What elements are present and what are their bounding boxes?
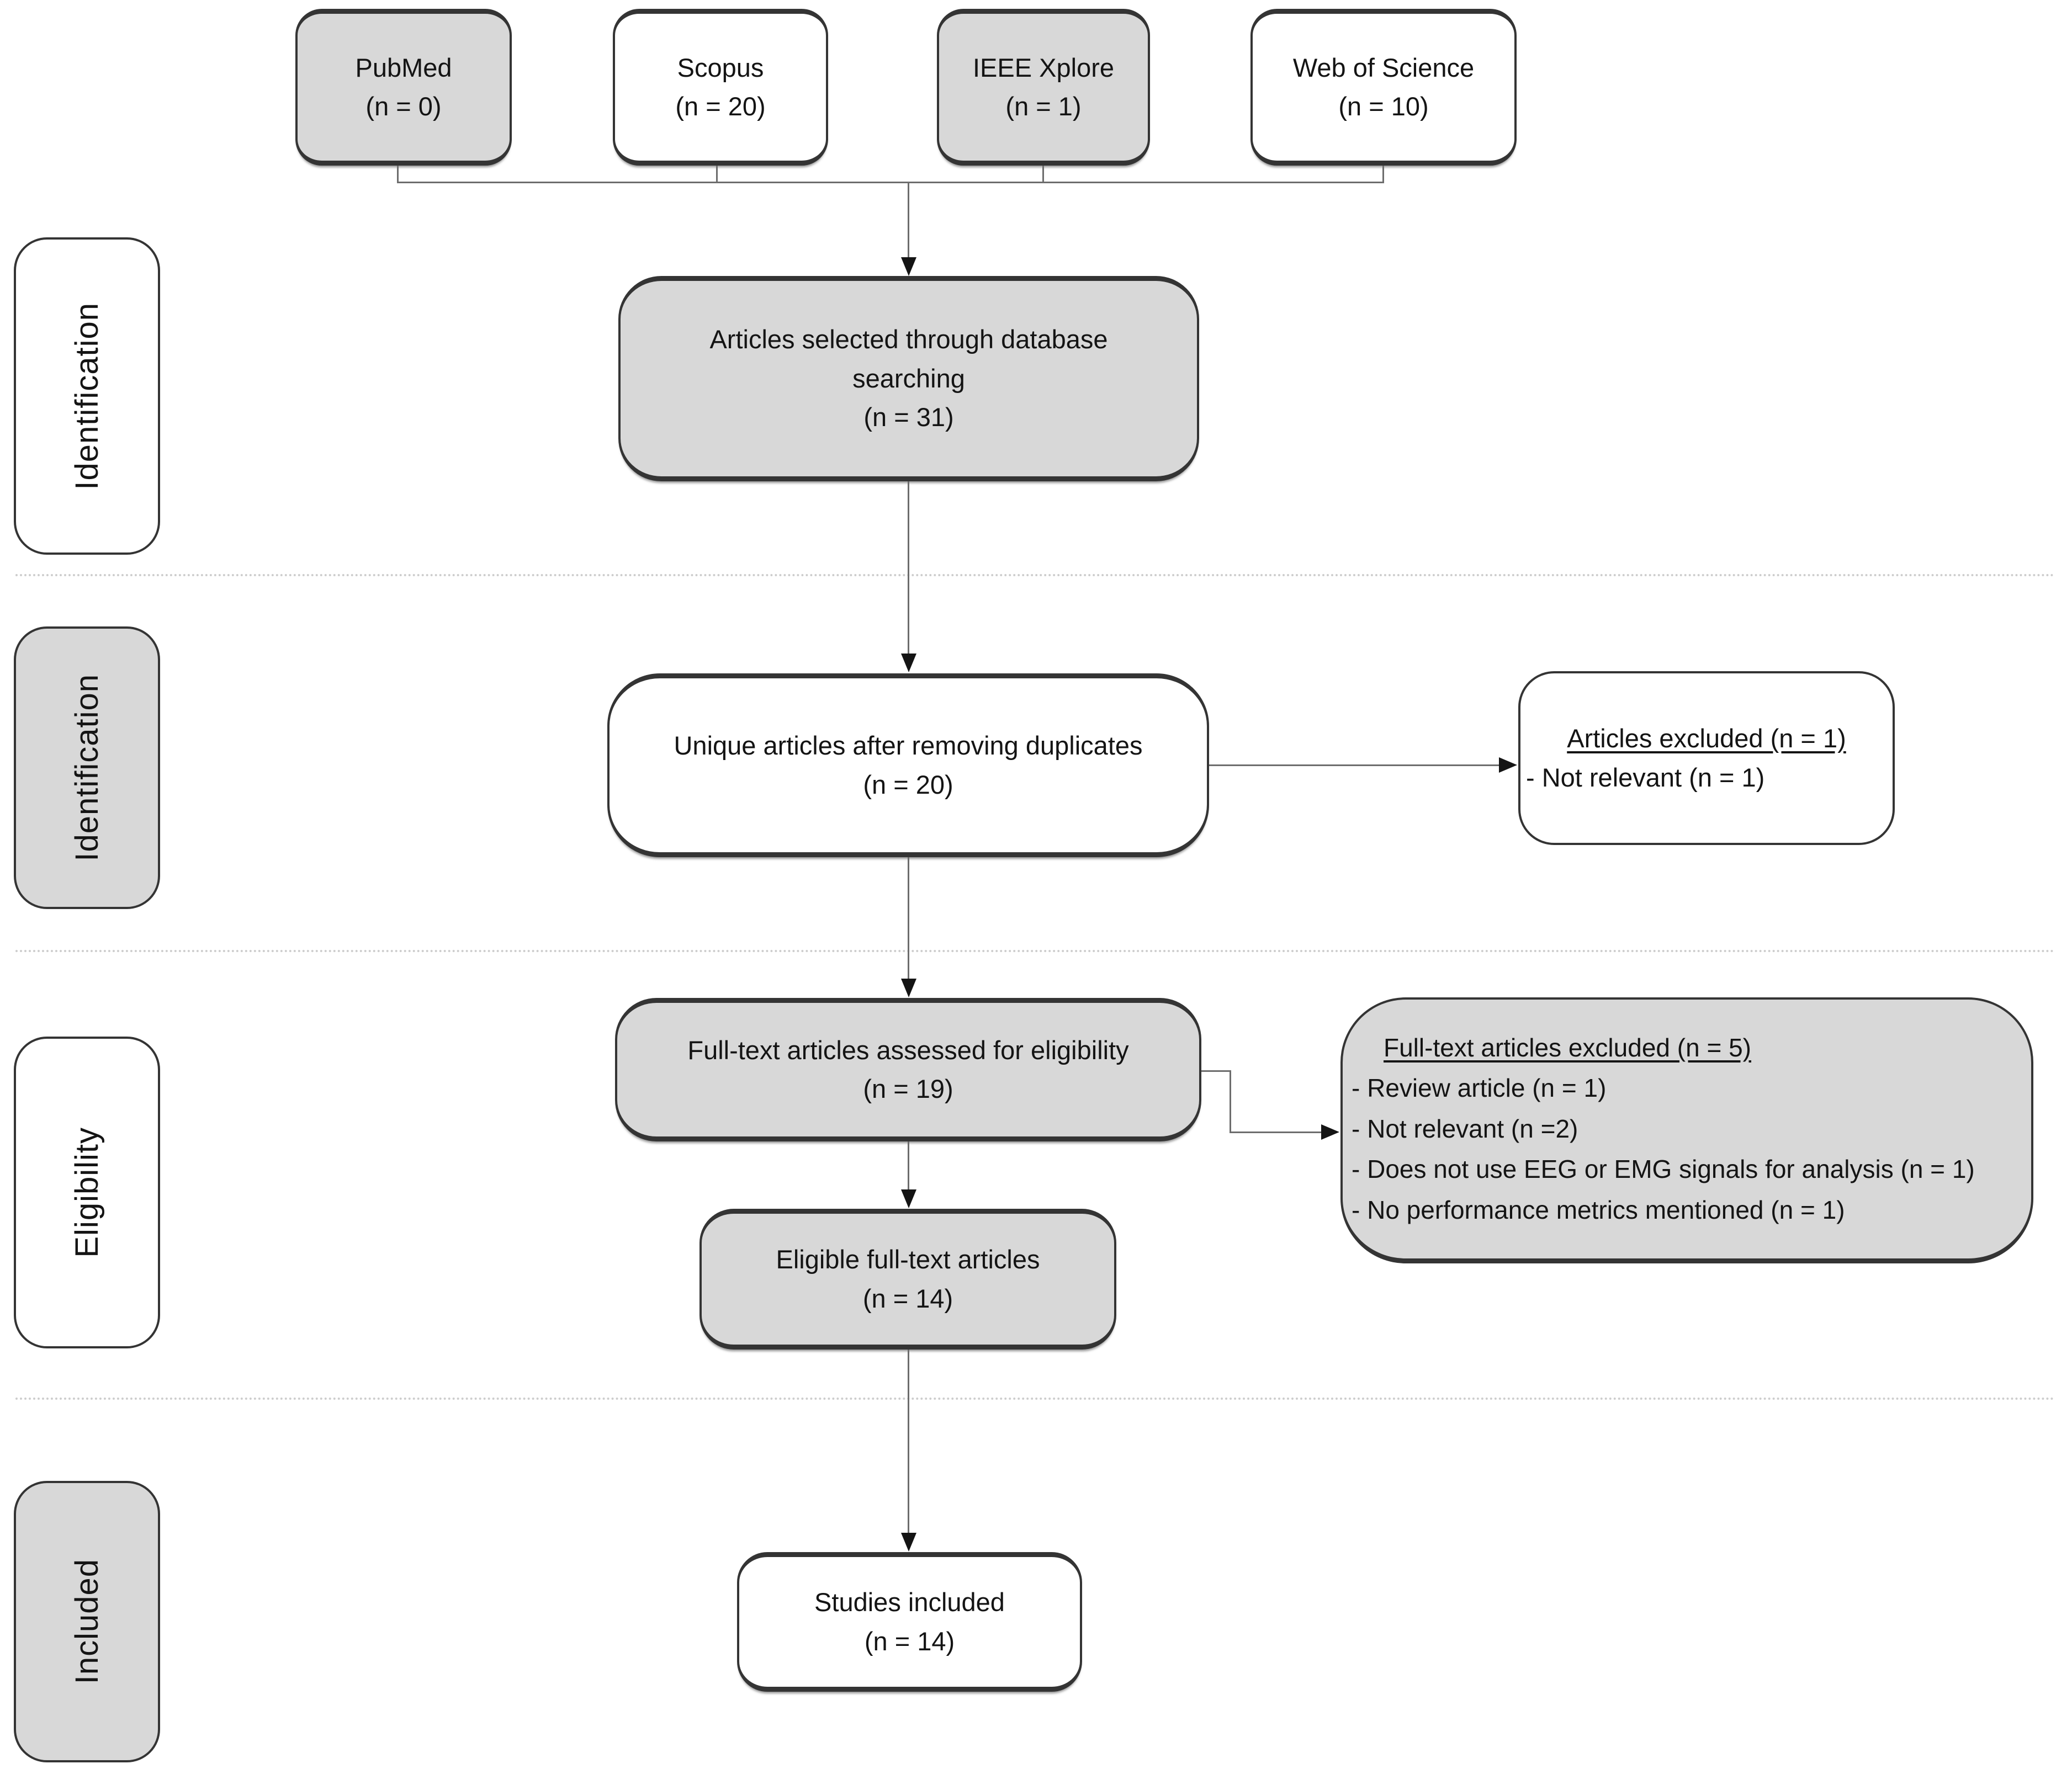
arrowhead-right-icon — [1499, 757, 1517, 773]
arrow-eligible-to-studies — [908, 1350, 909, 1535]
arrow-fulltext-to-excluded-segment — [1201, 1070, 1231, 1072]
arrowhead-down-icon — [901, 654, 916, 672]
source-box-web-of-science: Web of Science (n = 10) — [1250, 9, 1517, 166]
source-name: Web of Science — [1292, 52, 1475, 82]
section-label-text: Included — [69, 1559, 105, 1685]
flow-box-text: Eligible full-text articles — [776, 1245, 1040, 1274]
section-label-text: Identification — [69, 674, 105, 862]
flow-box-count: (n = 19) — [863, 1074, 953, 1103]
section-label-identification-1: Identification — [14, 237, 160, 555]
connector-wos-stub — [1382, 166, 1384, 183]
section-divider — [15, 574, 2055, 576]
source-name: PubMed — [355, 52, 452, 82]
arrow-unique-to-fulltext — [908, 857, 909, 980]
arrow-unique-to-excluded — [1209, 764, 1501, 766]
connector-merge-bar — [397, 182, 1384, 183]
arrow-selected-to-unique — [908, 481, 909, 655]
source-count: (n = 0) — [365, 92, 442, 121]
flow-box-unique-articles: Unique articles after removing duplicate… — [607, 673, 1209, 857]
section-label-text: Eligibility — [69, 1127, 105, 1258]
source-box-pubmed: PubMed (n = 0) — [295, 9, 512, 166]
section-label-text: Identification — [69, 302, 105, 490]
arrow-fulltext-to-excluded-segment — [1230, 1131, 1323, 1133]
flow-box-text: Unique articles after removing duplicate… — [674, 731, 1143, 760]
flow-box-text: searching — [852, 363, 965, 393]
arrowhead-down-icon — [901, 1533, 916, 1552]
arrowhead-right-icon — [1321, 1124, 1339, 1140]
source-count: (n = 20) — [675, 92, 766, 121]
flow-box-count: (n = 31) — [863, 402, 954, 432]
arrow-fulltext-to-eligible — [908, 1141, 909, 1191]
source-name: Scopus — [677, 52, 764, 82]
flow-box-count: (n = 14) — [862, 1283, 953, 1313]
source-name: IEEE Xplore — [972, 52, 1115, 82]
arrow-fulltext-to-excluded-segment — [1230, 1070, 1231, 1133]
exclusion-item: - Does not use EEG or EMG signals for an… — [1352, 1155, 1975, 1184]
source-count: (n = 1) — [1005, 92, 1082, 121]
exclusion-title: Full-text articles excluded (n = 5) — [1384, 1033, 1751, 1062]
flow-box-count: (n = 20) — [863, 769, 953, 799]
section-label-identification-2: Identification — [14, 626, 160, 909]
exclusion-title: Articles excluded (n = 1) — [1567, 724, 1846, 753]
arrowhead-down-icon — [901, 257, 916, 276]
arrow-merge-to-selected — [908, 182, 909, 259]
connector-pubmed-stub — [397, 166, 399, 183]
flow-box-articles-selected: Articles selected through database searc… — [618, 276, 1199, 481]
source-box-scopus: Scopus (n = 20) — [613, 9, 828, 166]
flow-box-text: Full-text articles assessed for eligibil… — [687, 1035, 1129, 1065]
flow-box-eligible-articles: Eligible full-text articles (n = 14) — [700, 1209, 1116, 1350]
exclusion-item: - Not relevant (n = 1) — [1526, 762, 1765, 792]
arrowhead-down-icon — [901, 979, 916, 997]
flow-box-count: (n = 14) — [864, 1626, 955, 1656]
exclusion-item: - No performance metrics mentioned (n = … — [1352, 1195, 1845, 1224]
exclusion-item: - Review article (n = 1) — [1352, 1074, 1607, 1103]
exclusion-item: - Not relevant (n =2) — [1352, 1114, 1578, 1143]
section-label-included: Included — [14, 1481, 160, 1762]
source-count: (n = 10) — [1338, 92, 1429, 121]
section-label-eligibility: Eligibility — [14, 1037, 160, 1348]
flow-box-text: Studies included — [814, 1587, 1005, 1617]
exclusion-box-fulltext-excluded: Full-text articles excluded (n = 5) - Re… — [1340, 997, 2033, 1263]
section-divider — [15, 950, 2055, 952]
connector-ieee-stub — [1042, 166, 1044, 183]
section-divider — [15, 1398, 2055, 1400]
flow-box-text: Articles selected through database — [709, 325, 1108, 354]
connector-scopus-stub — [716, 166, 718, 183]
flow-box-studies-included: Studies included (n = 14) — [737, 1552, 1082, 1692]
exclusion-box-articles-excluded: Articles excluded (n = 1) - Not relevant… — [1518, 671, 1895, 845]
source-box-ieee-xplore: IEEE Xplore (n = 1) — [937, 9, 1150, 166]
arrowhead-down-icon — [901, 1189, 916, 1208]
flow-box-fulltext-assessed: Full-text articles assessed for eligibil… — [615, 998, 1201, 1141]
